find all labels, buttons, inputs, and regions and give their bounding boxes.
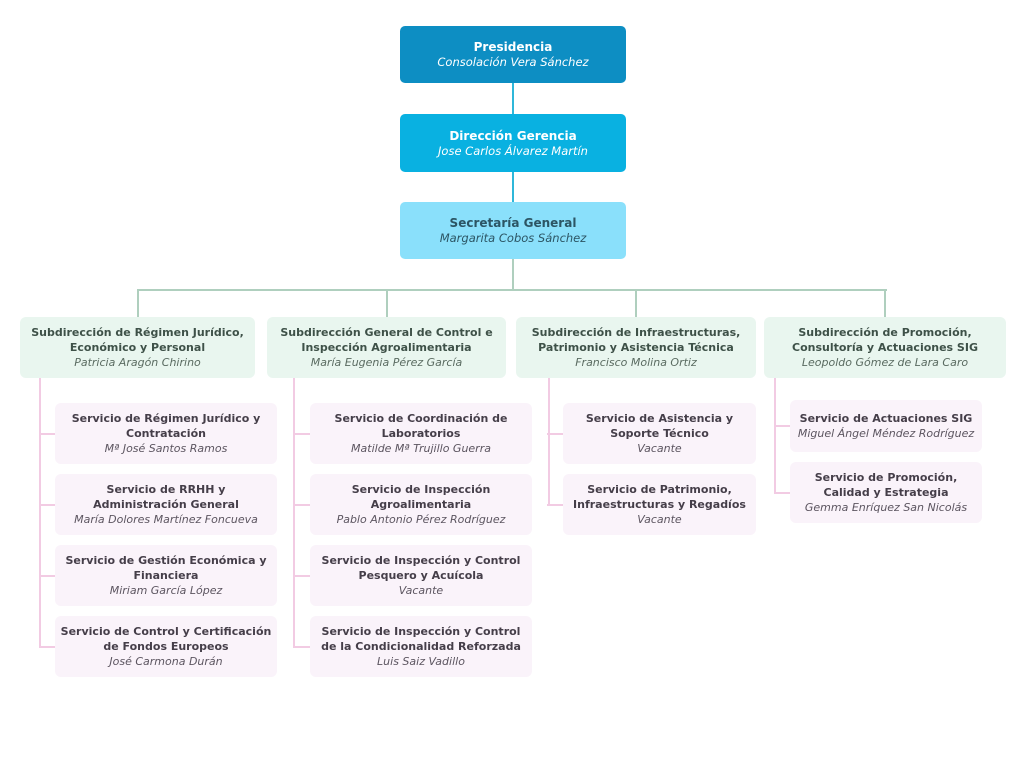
secretaria-holder: Margarita Cobos Sánchez (439, 231, 587, 245)
servicio-title: Servicio de Actuaciones SIG (799, 412, 973, 425)
subdireccion-regimen-box: Subdirección de Régimen Jurídico, Económ… (20, 317, 255, 378)
servicio-holder: Luis Saiz Vadillo (377, 655, 465, 668)
servicio-box: Servicio de Inspección y Control Pesquer… (294, 545, 532, 606)
tree-drop-line (884, 289, 886, 318)
services-column-promocion: Servicio de Actuaciones SIG Miguel Ángel… (774, 400, 982, 523)
tree-stem-line (512, 259, 514, 290)
servicio-title: Servicio de Control y Certificación de F… (60, 625, 272, 653)
presidencia-holder: Consolación Vera Sánchez (437, 55, 589, 69)
tree-drop-line (137, 289, 139, 318)
services-rail (548, 378, 550, 506)
servicio-holder: Matilde Mª Trujillo Guerra (351, 442, 491, 455)
servicio-box: Servicio de Coordinación de Laboratorios… (294, 403, 532, 464)
subdireccion-infraestructuras-box: Subdirección de Infraestructuras, Patrim… (516, 317, 756, 378)
tree-drop-line (635, 289, 637, 318)
servicio-box: Servicio de Actuaciones SIG Miguel Ángel… (774, 400, 982, 452)
subdireccion-promocion-box: Subdirección de Promoción, Consultoría y… (764, 317, 1006, 378)
direccion-gerencia-box: Dirección Gerencia Jose Carlos Álvarez M… (400, 114, 626, 172)
servicio-box: Servicio de Régimen Jurídico y Contratac… (39, 403, 277, 464)
servicio-box: Servicio de Inspección y Control de la C… (294, 616, 532, 677)
services-column-control: Servicio de Coordinación de Laboratorios… (294, 403, 532, 677)
servicio-box: Servicio de Promoción, Calidad y Estrate… (774, 462, 982, 523)
presidencia-title: Presidencia (473, 40, 553, 54)
servicio-holder: Pablo Antonio Pérez Rodríguez (336, 513, 506, 526)
subdireccion-holder: Francisco Molina Ortiz (575, 356, 697, 369)
servicio-holder: Miriam García López (109, 584, 223, 597)
servicio-holder: Gemma Enríquez San Nicolás (804, 501, 968, 514)
servicio-box: Servicio de Patrimonio, Infraestructuras… (547, 474, 756, 535)
secretaria-general-box: Secretaría General Margarita Cobos Sánch… (400, 202, 626, 259)
servicio-holder: Vacante (637, 513, 682, 526)
services-rail (293, 378, 295, 648)
servicio-box: Servicio de Control y Certificación de F… (39, 616, 277, 677)
subdireccion-holder: Leopoldo Gómez de Lara Caro (801, 356, 969, 369)
servicio-box: Servicio de Asistencia y Soporte Técnico… (547, 403, 756, 464)
servicio-title: Servicio de Inspección Agroalimentaria (351, 483, 491, 511)
servicio-box: Servicio de RRHH y Administración Genera… (39, 474, 277, 535)
subdireccion-title: Subdirección de Promoción, Consultoría y… (792, 326, 978, 354)
servicio-title: Servicio de Patrimonio, Infraestructuras… (573, 483, 746, 511)
servicio-title: Servicio de Inspección y Control de la C… (321, 625, 521, 653)
services-rail (774, 378, 776, 494)
secretaria-title: Secretaría General (449, 216, 577, 230)
connector-presidencia-direccion (512, 83, 514, 114)
servicio-title: Servicio de Promoción, Calidad y Estrate… (814, 471, 958, 499)
subdireccion-title: Subdirección General de Control e Inspec… (280, 326, 493, 354)
servicio-title: Servicio de Inspección y Control Pesquer… (321, 554, 521, 582)
servicio-title: Servicio de Coordinación de Laboratorios (334, 412, 508, 440)
tree-drop-line (386, 289, 388, 318)
servicio-holder: Vacante (637, 442, 682, 455)
servicio-holder: Mª José Santos Ramos (104, 442, 228, 455)
services-rail (39, 378, 41, 648)
subdireccion-control-box: Subdirección General de Control e Inspec… (267, 317, 506, 378)
tree-horizontal-line (137, 289, 887, 291)
connector-direccion-secretaria (512, 172, 514, 202)
servicio-box: Servicio de Inspección Agroalimentaria P… (294, 474, 532, 535)
servicio-title: Servicio de RRHH y Administración Genera… (93, 483, 239, 511)
servicio-holder: María Dolores Martínez Foncueva (74, 513, 258, 526)
subdireccion-title: Subdirección de Infraestructuras, Patrim… (531, 326, 741, 354)
services-column-infraestructuras: Servicio de Asistencia y Soporte Técnico… (547, 403, 756, 535)
servicio-holder: José Carmona Durán (109, 655, 223, 668)
subdireccion-holder: María Eugenia Pérez García (310, 356, 463, 369)
servicio-holder: Vacante (398, 584, 444, 597)
servicio-title: Servicio de Régimen Jurídico y Contratac… (71, 412, 261, 440)
presidencia-box: Presidencia Consolación Vera Sánchez (400, 26, 626, 83)
subdireccion-title: Subdirección de Régimen Jurídico, Económ… (31, 326, 244, 354)
direccion-holder: Jose Carlos Álvarez Martín (438, 143, 588, 158)
direccion-title: Dirección Gerencia (449, 128, 577, 143)
servicio-title: Servicio de Asistencia y Soporte Técnico (585, 412, 734, 440)
servicio-holder: Miguel Ángel Méndez Rodríguez (797, 427, 975, 440)
services-column-regimen: Servicio de Régimen Jurídico y Contratac… (39, 403, 277, 677)
servicio-box: Servicio de Gestión Económica y Financie… (39, 545, 277, 606)
servicio-title: Servicio de Gestión Económica y Financie… (65, 554, 267, 582)
subdireccion-holder: Patricia Aragón Chirino (74, 356, 201, 369)
